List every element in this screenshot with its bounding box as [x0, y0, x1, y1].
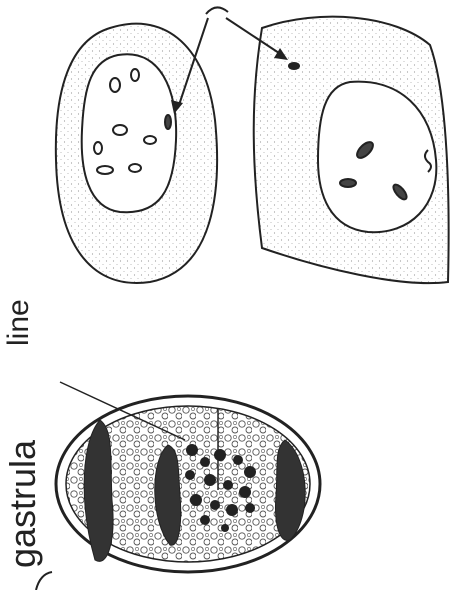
- cell-right-small-body: [288, 62, 300, 70]
- label-line: line: [2, 299, 36, 346]
- gastrula-figure: [56, 382, 320, 572]
- arrow-caret: [206, 7, 228, 14]
- label-gastrula: gastrula: [2, 440, 44, 568]
- partial-circle-fragment: [36, 572, 52, 590]
- cell-left-nucleus: [82, 54, 176, 212]
